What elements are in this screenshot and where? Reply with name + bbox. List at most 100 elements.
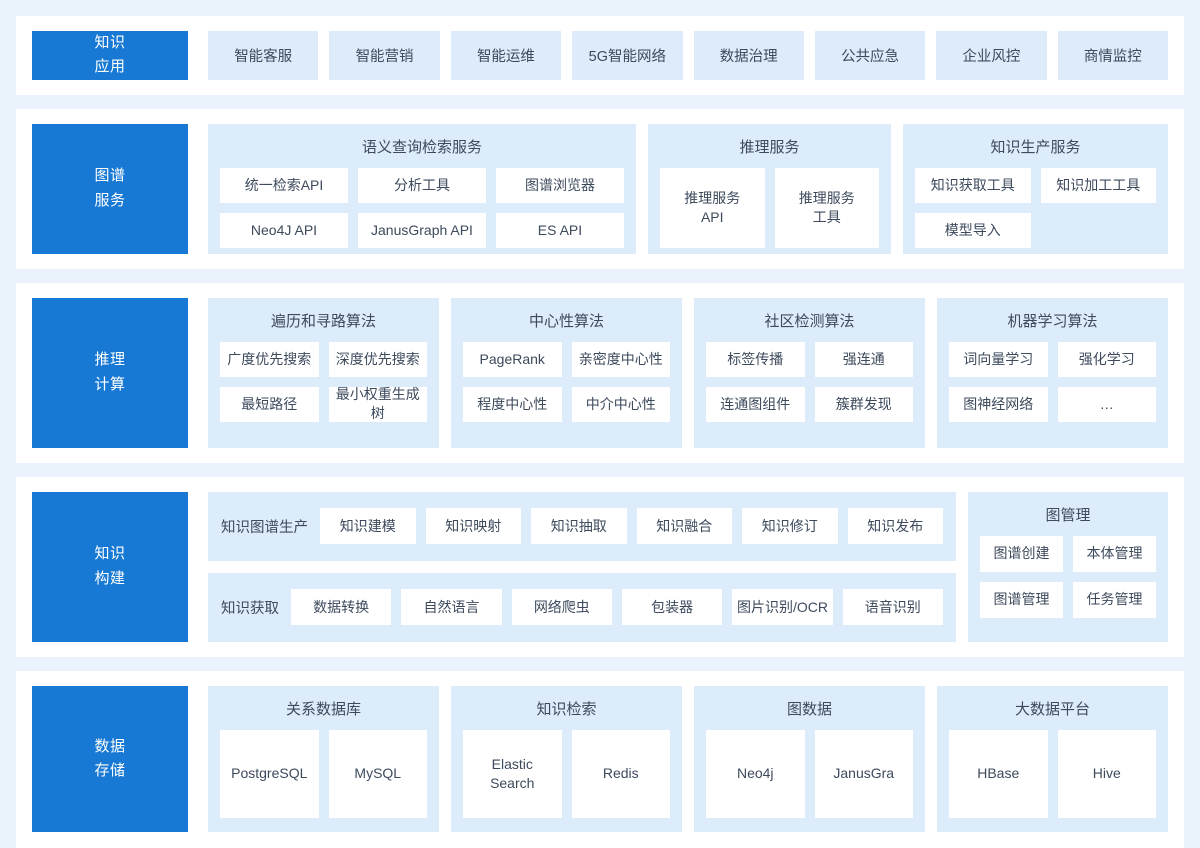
tile-item-more[interactable]: … [1057, 386, 1156, 422]
tile-item[interactable]: Hive [1057, 729, 1156, 818]
tile-item[interactable]: Neo4j [706, 729, 805, 818]
tile-item[interactable]: 最短路径 [220, 386, 319, 422]
row-label-line-2: 计算 [94, 375, 126, 393]
tile-list: PostgreSQL MySQL [220, 729, 427, 818]
tile-item[interactable]: 推理服务 API [660, 167, 765, 248]
row-knowledge-construction: 知识 构建 知识图谱生产 知识建模 知识映射 知识抽取 知识融合 知识修订 知识… [16, 476, 1184, 657]
tile-item[interactable]: 强化学习 [1057, 341, 1156, 377]
app-chip[interactable]: 数据治理 [693, 31, 804, 80]
app-chip[interactable]: 企业风控 [936, 31, 1047, 80]
row-body-data-storage: 关系数据库 PostgreSQL MySQL 知识检索 Elastic Sear… [208, 685, 1168, 832]
band-tile[interactable]: 图片识别/OCR [732, 589, 833, 626]
tile-item[interactable]: 图谱管理 [980, 581, 1063, 618]
row-body-knowledge-applications: 智能客服 智能营销 智能运维 5G智能网络 数据治理 公共应急 企业风控 商情监… [208, 31, 1168, 80]
tile-item[interactable]: 统一检索API [220, 167, 348, 203]
band-tile[interactable]: 知识融合 [636, 508, 732, 545]
tile-list: 知识获取工具 知识加工工具 模型导入 [915, 167, 1156, 248]
app-chip[interactable]: 智能运维 [450, 31, 562, 80]
app-chip[interactable]: 公共应急 [814, 31, 926, 80]
tile-item[interactable]: HBase [949, 729, 1048, 818]
tile-item[interactable]: 图谱浏览器 [495, 167, 624, 203]
band-tile[interactable]: 数据转换 [291, 589, 392, 626]
row-label-knowledge-construction: 知识 构建 [32, 491, 188, 642]
row-label-line-1: 图谱 [94, 167, 126, 185]
tile-item[interactable]: 任务管理 [1073, 581, 1156, 618]
row-reasoning-compute: 推理 计算 遍历和寻路算法 广度优先搜索 深度优先搜索 最短路径 最小权重生成树… [16, 282, 1184, 463]
band-tile[interactable]: 知识发布 [847, 508, 943, 545]
tile-list: PageRank 亲密度中心性 程度中心性 中介中心性 [463, 341, 670, 434]
tile-item[interactable]: 标签传播 [706, 341, 805, 377]
tile-item[interactable]: 中介中心性 [571, 386, 670, 422]
app-chip[interactable]: 智能客服 [208, 31, 319, 80]
app-chip[interactable]: 智能营销 [329, 31, 440, 80]
tile-item[interactable]: PageRank [463, 341, 562, 377]
tile-item[interactable]: Redis [571, 729, 670, 818]
row-label-line-1: 知识 [94, 545, 126, 563]
tile-item[interactable]: 图神经网络 [949, 386, 1048, 422]
tile-item[interactable]: 图谱创建 [980, 535, 1063, 572]
band-tile[interactable]: 包装器 [621, 589, 723, 626]
group-inference-service: 推理服务 推理服务 API 推理服务 工具 [648, 123, 891, 254]
band-tile[interactable]: 网络爬虫 [511, 589, 612, 626]
tile-item[interactable]: PostgreSQL [220, 729, 319, 818]
tile-item[interactable]: 亲密度中心性 [571, 341, 670, 377]
row-body-knowledge-construction: 知识图谱生产 知识建模 知识映射 知识抽取 知识融合 知识修订 知识发布 知识获… [208, 491, 1168, 642]
tile-list: 词向量学习 强化学习 图神经网络 … [949, 341, 1156, 434]
tile-item[interactable]: 知识加工工具 [1040, 167, 1156, 203]
group-title: 推理服务 [739, 138, 800, 156]
row-knowledge-applications: 知识 应用 智能客服 智能营销 智能运维 5G智能网络 数据治理 公共应急 企业… [16, 16, 1184, 95]
tile-item[interactable]: 广度优先搜索 [220, 341, 319, 377]
tile-item[interactable]: 本体管理 [1073, 535, 1156, 572]
row-label-line-2: 存储 [94, 761, 126, 779]
group-title: 大数据平台 [1014, 700, 1090, 718]
row-label-line-1: 推理 [94, 351, 126, 369]
tile-item[interactable]: JanusGraph API [357, 212, 486, 248]
row-label-line-2: 应用 [94, 58, 126, 76]
tile-list: 推理服务 API 推理服务 工具 [660, 167, 879, 248]
row-label-data-storage: 数据 存储 [32, 685, 188, 832]
group-centrality-algorithms: 中心性算法 PageRank 亲密度中心性 程度中心性 中介中心性 [451, 297, 682, 448]
tile-item[interactable]: 知识获取工具 [915, 167, 1031, 203]
tile-item[interactable]: 词向量学习 [949, 341, 1048, 377]
group-knowledge-production-service: 知识生产服务 知识获取工具 知识加工工具 模型导入 [903, 123, 1168, 254]
row-label-reasoning-compute: 推理 计算 [32, 297, 188, 448]
tile-item[interactable]: 强连通 [814, 341, 913, 377]
tile-item[interactable]: MySQL [328, 729, 427, 818]
tile-item[interactable]: JanusGra [814, 729, 913, 818]
tile-item[interactable]: 簇群发现 [814, 386, 913, 422]
app-chip[interactable]: 商情监控 [1057, 31, 1168, 80]
group-relational-database: 关系数据库 PostgreSQL MySQL [208, 685, 439, 832]
group-machine-learning-algorithms: 机器学习算法 词向量学习 强化学习 图神经网络 … [937, 297, 1168, 448]
tile-item[interactable]: Neo4J API [220, 212, 348, 248]
group-community-detection-algorithms: 社区检测算法 标签传播 强连通 连通图组件 簇群发现 [694, 297, 925, 448]
group-title: 图管理 [1045, 506, 1091, 524]
band-label: 知识获取 [221, 600, 279, 617]
tile-item[interactable]: 模型导入 [915, 212, 1031, 248]
tile-item[interactable]: 连通图组件 [706, 386, 805, 422]
band-tile[interactable]: 知识建模 [320, 508, 416, 545]
band-tile[interactable]: 知识修订 [742, 508, 838, 545]
group-title: 知识生产服务 [990, 138, 1081, 156]
band-knowledge-graph-production: 知识图谱生产 知识建模 知识映射 知识抽取 知识融合 知识修订 知识发布 [208, 491, 956, 561]
row-label-line-2: 服务 [94, 191, 126, 209]
group-title: 机器学习算法 [1007, 312, 1098, 330]
tile-item[interactable]: 分析工具 [357, 167, 486, 203]
row-body-graph-services: 语义查询检索服务 统一检索API 分析工具 图谱浏览器 Neo4J API Ja… [208, 123, 1168, 254]
tile-item[interactable]: 推理服务 工具 [774, 167, 879, 248]
row-label-graph-services: 图谱 服务 [32, 123, 188, 254]
band-tile[interactable]: 语音识别 [842, 589, 943, 626]
band-tile[interactable]: 自然语言 [401, 589, 502, 626]
app-chip[interactable]: 5G智能网络 [572, 31, 683, 80]
tile-item[interactable]: ES API [495, 212, 624, 248]
tile-item[interactable]: 程度中心性 [463, 386, 562, 422]
band-tile[interactable]: 知识抽取 [531, 508, 627, 545]
band-tile[interactable]: 知识映射 [425, 508, 521, 545]
tile-list: 标签传播 强连通 连通图组件 簇群发现 [706, 341, 913, 434]
tile-item[interactable]: 最小权重生成树 [328, 386, 427, 422]
row-label-line-1: 数据 [94, 737, 126, 755]
tile-item[interactable]: Elastic Search [463, 729, 562, 818]
tile-item[interactable]: 深度优先搜索 [328, 341, 427, 377]
group-graph-data: 图数据 Neo4j JanusGra [694, 685, 925, 832]
group-title: 图数据 [786, 700, 832, 718]
